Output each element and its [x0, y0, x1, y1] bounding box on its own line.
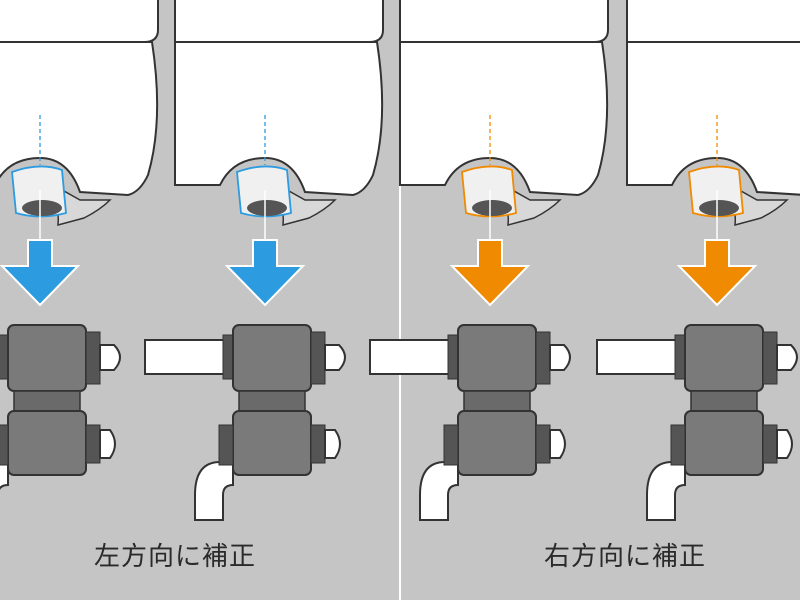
caption-right-correction: 右方向に補正	[543, 542, 706, 572]
caption-left-correction: 左方向に補正	[93, 542, 256, 572]
